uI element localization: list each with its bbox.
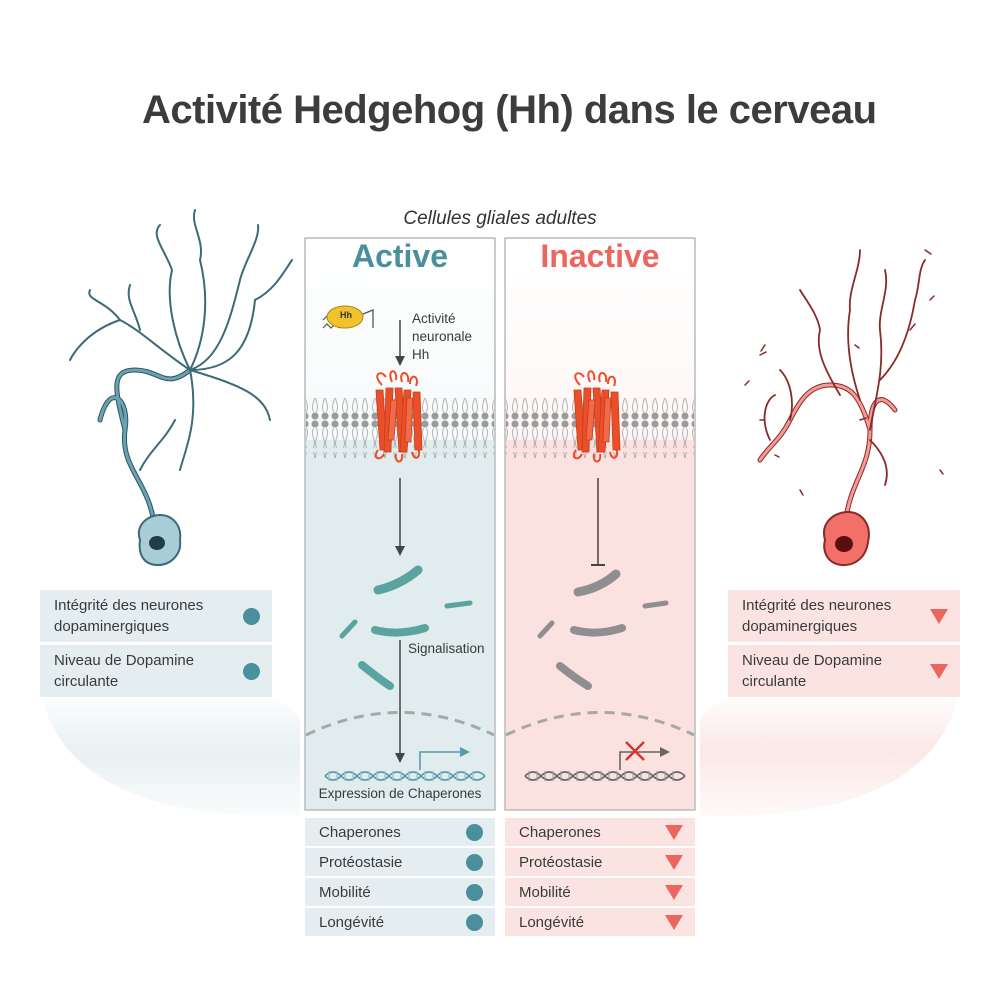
left-dopamine-row: Niveau de Dopamine circulante [40,645,272,697]
list-item: Longévité [505,908,695,936]
circle-indicator-icon [466,913,483,931]
page-title: Activité Hedgehog (Hh) dans le cerveau [142,88,877,132]
inactive-receptor [572,370,621,463]
list-item: Mobilité [305,878,495,906]
down-triangle-icon [665,824,683,840]
down-triangle-icon [665,914,683,930]
degenerating-neuron-icon [744,249,944,567]
down-triangle-icon [930,608,948,624]
circle-indicator-icon [466,883,483,901]
inactive-dna-icon [524,741,686,781]
list-item: Chaperones [505,818,695,846]
inactive-nucleus-envelope [505,711,695,737]
active-panel-title: Active [351,238,449,274]
active-outcome-list: Chaperones Protéostasie Mobilité Longévi… [305,818,495,936]
neuronal-activity-label: Activité neuronale Hh [412,311,473,362]
active-signal-proteins [339,565,473,690]
signaling-label: Signalisation [408,641,485,656]
inactive-panel-title: Inactive [540,238,660,274]
subtitle: Cellules gliales adultes [403,208,597,229]
circle-indicator-icon [466,853,483,871]
down-triangle-icon [665,884,683,900]
left-integrity-row: Intégrité des neurones dopaminergiques [40,590,272,642]
healthy-neuron-icon [69,209,293,566]
circle-indicator-icon [243,607,260,625]
inactive-outcome-list: Chaperones Protéostasie Mobilité Longévi… [505,818,695,936]
expression-label: Expression de Chaperones [318,786,482,801]
down-triangle-icon [665,854,683,870]
list-item: Chaperones [305,818,495,846]
circle-indicator-icon [466,823,483,841]
list-item: Mobilité [505,878,695,906]
right-integrity-row: Intégrité des neurones dopaminergiques [728,590,960,642]
block-x-icon [625,741,645,761]
hh-ligand-icon [322,305,374,329]
right-dopamine-row: Niveau de Dopamine circulante [728,645,960,697]
right-glow-arc [700,690,960,816]
hh-ligand-label: Hh [340,310,352,320]
circle-indicator-icon [243,662,260,680]
list-item: Protéostasie [305,848,495,876]
list-item: Protéostasie [505,848,695,876]
active-nucleus-envelope [305,711,495,737]
down-triangle-icon [930,663,948,679]
list-item: Longévité [305,908,495,936]
active-receptor [374,370,423,463]
active-dna-icon [324,747,486,781]
inactive-signal-proteins [537,569,669,690]
left-glow-arc [40,690,300,816]
